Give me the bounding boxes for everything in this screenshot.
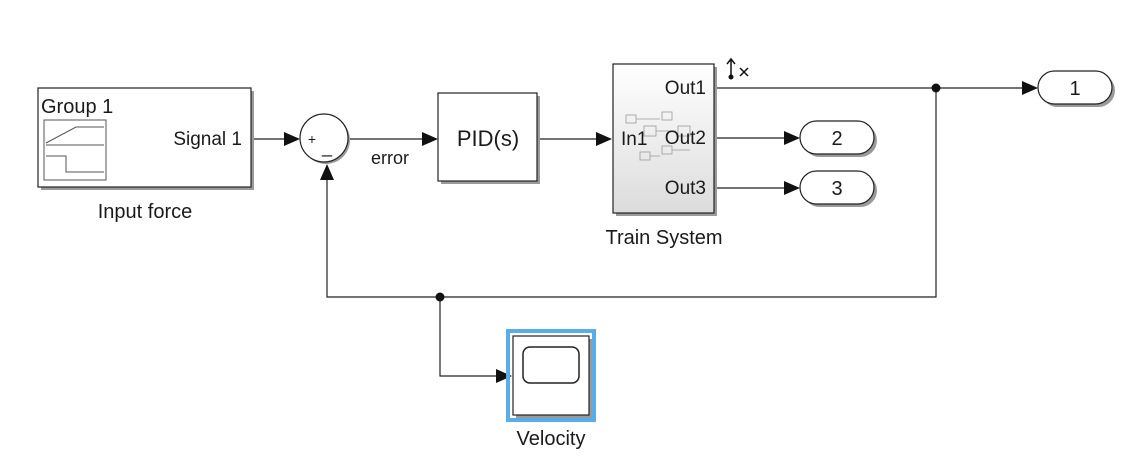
signal-logging-icon[interactable] xyxy=(726,57,749,80)
subsystem-contents-icon xyxy=(625,111,691,161)
error-signal-label: error xyxy=(371,148,409,168)
output-port-out1: Out1 xyxy=(665,78,706,99)
velocity-scope-caption: Velocity xyxy=(517,428,586,450)
plus-sign: + xyxy=(308,131,316,147)
arrowhead xyxy=(596,132,612,146)
signal-waveform-icon xyxy=(43,119,107,181)
outport-2[interactable]: 2 xyxy=(799,120,877,157)
arrowhead xyxy=(320,164,334,180)
train-system-subsystem[interactable]: In1 Out1 Out2 Out3 xyxy=(612,63,717,216)
outport-1[interactable]: 1 xyxy=(1037,70,1115,107)
output-port-out2: Out2 xyxy=(665,128,706,149)
selection-highlight xyxy=(506,329,596,422)
velocity-scope-block[interactable] xyxy=(506,329,596,422)
branch-point xyxy=(435,292,445,302)
sum-block[interactable]: + _ xyxy=(299,113,350,164)
arrowhead xyxy=(284,132,300,146)
input-port-in1: In1 xyxy=(621,129,647,150)
outport-1-label: 1 xyxy=(1069,78,1080,100)
wire-feedback[interactable] xyxy=(326,88,937,298)
arrowhead xyxy=(784,131,800,145)
signal-builder-caption: Input force xyxy=(98,201,193,223)
pid-controller-block[interactable]: PID(s) xyxy=(437,92,540,184)
pid-label: PID(s) xyxy=(457,126,519,151)
signal-lines xyxy=(252,81,1038,383)
branch-point xyxy=(931,83,941,93)
wire-to-scope[interactable] xyxy=(439,297,496,377)
arrowhead xyxy=(784,181,800,195)
arrowhead xyxy=(1022,81,1038,95)
train-system-caption: Train System xyxy=(605,227,722,249)
arrowhead xyxy=(422,132,438,146)
outport-3-label: 3 xyxy=(831,178,842,200)
group-label: Group 1 xyxy=(41,96,113,118)
arrowhead xyxy=(496,369,512,383)
signal-port-label: Signal 1 xyxy=(173,129,242,150)
outport-2-label: 2 xyxy=(831,128,842,150)
scope-screen-icon xyxy=(522,346,580,384)
minus-sign: _ xyxy=(321,137,333,158)
outport-3[interactable]: 3 xyxy=(799,170,877,207)
signal-builder-block[interactable]: Group 1 Signal 1 xyxy=(37,87,254,190)
output-port-out3: Out3 xyxy=(665,178,706,199)
